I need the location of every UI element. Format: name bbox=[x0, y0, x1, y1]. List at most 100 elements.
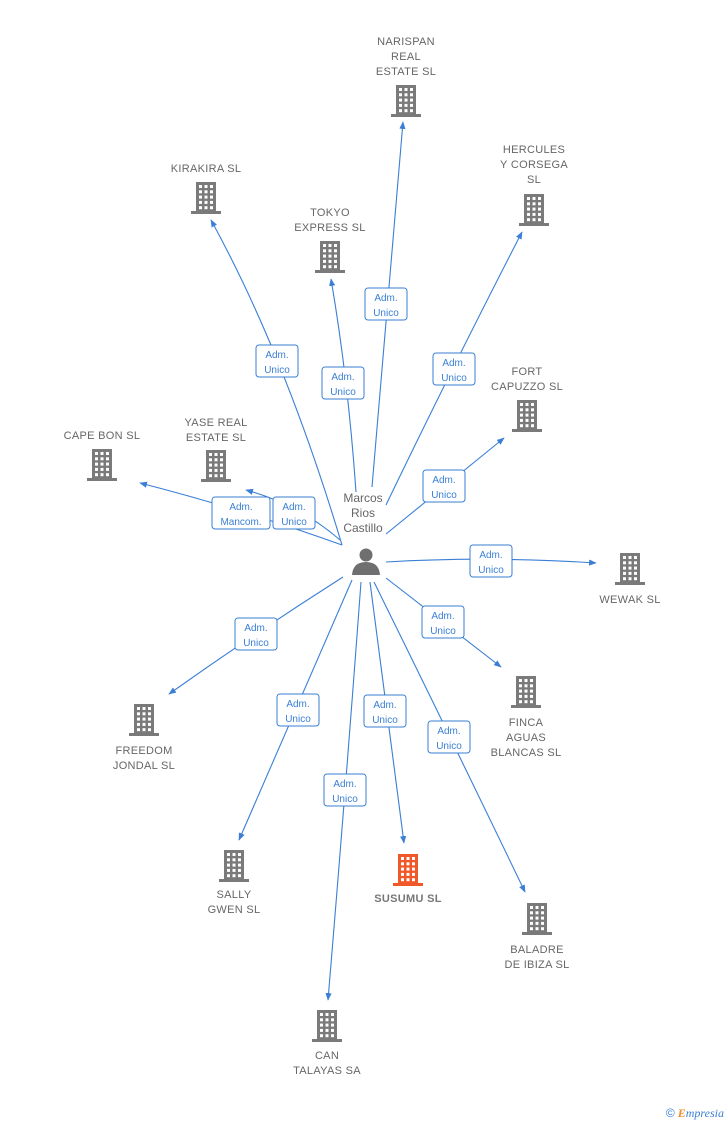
building-window bbox=[210, 185, 213, 188]
company-node-tokyo[interactable]: TOKYO EXPRESS SL bbox=[294, 207, 365, 273]
building-window bbox=[148, 707, 151, 710]
company-node-can[interactable]: CAN TALAYAS SA bbox=[293, 1010, 361, 1077]
company-label[interactable]: ESTATE SL bbox=[376, 66, 436, 78]
company-node-capebon[interactable]: CAPE BON SL bbox=[64, 430, 141, 481]
building-icon[interactable] bbox=[219, 850, 249, 882]
person-name[interactable]: Marcos bbox=[343, 491, 382, 505]
company-label[interactable]: FREEDOM bbox=[115, 745, 172, 757]
person-name[interactable]: Castillo bbox=[343, 521, 383, 535]
company-label[interactable]: CAN bbox=[315, 1050, 339, 1062]
company-label[interactable]: TOKYO bbox=[310, 207, 350, 219]
building-window bbox=[404, 98, 408, 102]
company-node-baladre[interactable]: BALADRE DE IBIZA SL bbox=[504, 903, 569, 971]
building-window bbox=[399, 88, 402, 91]
building-base bbox=[315, 270, 345, 273]
role-text: Adm. bbox=[479, 550, 502, 561]
building-icon[interactable] bbox=[393, 854, 423, 886]
building-icon[interactable] bbox=[522, 903, 552, 935]
building-window bbox=[634, 561, 637, 565]
company-label[interactable]: FORT bbox=[512, 366, 543, 378]
company-node-yase[interactable]: YASE REAL ESTATE SL bbox=[184, 417, 247, 482]
role-badge-fort[interactable]: Adm.Unico bbox=[422, 469, 466, 503]
building-window bbox=[634, 566, 637, 570]
company-label[interactable]: TALAYAS SA bbox=[293, 1065, 361, 1077]
role-badge-can[interactable]: Adm.Unico bbox=[323, 773, 367, 807]
building-window bbox=[323, 265, 326, 269]
building-window bbox=[406, 862, 410, 866]
company-label[interactable]: NARISPAN bbox=[377, 36, 435, 48]
building-base bbox=[312, 1039, 342, 1042]
company-label[interactable]: FINCA bbox=[509, 717, 544, 729]
company-label[interactable]: WEWAK SL bbox=[599, 594, 660, 606]
role-badge-wewak[interactable]: Adm.Unico bbox=[469, 544, 513, 578]
role-badge-narispan[interactable]: Adm.Unico bbox=[364, 287, 408, 321]
building-icon[interactable] bbox=[615, 553, 645, 585]
building-icon[interactable] bbox=[191, 182, 221, 214]
building-icon[interactable] bbox=[129, 704, 159, 736]
building-icon[interactable] bbox=[312, 1010, 342, 1042]
company-label[interactable]: HERCULES bbox=[503, 144, 565, 156]
role-badge-tokyo[interactable]: Adm.Unico bbox=[321, 366, 365, 400]
company-label[interactable]: KIRAKIRA SL bbox=[171, 163, 242, 175]
person-icon[interactable] bbox=[352, 548, 380, 576]
company-node-freedom[interactable]: FREEDOM JONDAL SL bbox=[113, 704, 175, 772]
role-badge-susumu[interactable]: Adm.Unico bbox=[363, 694, 407, 728]
building-icon[interactable] bbox=[519, 194, 549, 226]
company-label[interactable]: CAPUZZO SL bbox=[491, 381, 563, 393]
building-window bbox=[210, 190, 213, 194]
role-badge-kirakira[interactable]: Adm.Unico bbox=[255, 344, 299, 378]
building-icon[interactable] bbox=[87, 449, 117, 481]
company-label[interactable]: SUSUMU SL bbox=[374, 893, 441, 905]
building-icon[interactable] bbox=[201, 450, 231, 482]
building-window bbox=[525, 418, 529, 422]
building-icon[interactable] bbox=[315, 241, 345, 273]
building-window bbox=[232, 858, 236, 862]
role-text: Adm. bbox=[432, 475, 455, 486]
role-text: Unico bbox=[285, 714, 311, 725]
company-label[interactable]: YASE REAL bbox=[184, 417, 247, 429]
company-node-narispan[interactable]: NARISPAN REAL ESTATE SL bbox=[376, 36, 436, 117]
company-label[interactable]: Y CORSEGA bbox=[500, 159, 568, 171]
building-window bbox=[519, 684, 522, 688]
company-label[interactable]: BLANCAS SL bbox=[491, 747, 562, 759]
role-text: Adm. bbox=[265, 350, 288, 361]
role-badge-yase[interactable]: Adm.Unico bbox=[272, 496, 316, 530]
company-node-kirakira[interactable]: KIRAKIRA SL bbox=[171, 163, 242, 214]
company-node-hercules[interactable]: HERCULES Y CORSEGA SL bbox=[500, 144, 568, 226]
building-icon[interactable] bbox=[391, 85, 421, 117]
building-window bbox=[214, 458, 218, 462]
company-label[interactable]: ESTATE SL bbox=[186, 432, 246, 444]
company-node-sally[interactable]: SALLY GWEN SL bbox=[208, 850, 261, 916]
role-badge-finca[interactable]: Adm.Unico bbox=[421, 605, 465, 639]
building-icon[interactable] bbox=[512, 400, 542, 432]
role-badge-hercules[interactable]: Adm.Unico bbox=[432, 352, 476, 386]
building-base bbox=[87, 478, 117, 481]
company-label[interactable]: BALADRE bbox=[510, 944, 563, 956]
company-label[interactable]: SALLY bbox=[217, 889, 252, 901]
role-badge-baladre[interactable]: Adm.Unico bbox=[427, 720, 471, 754]
company-label[interactable]: JONDAL SL bbox=[113, 760, 175, 772]
company-label[interactable]: CAPE BON SL bbox=[64, 430, 141, 442]
company-node-fort[interactable]: FORT CAPUZZO SL bbox=[491, 366, 563, 432]
building-window bbox=[100, 457, 104, 461]
company-label[interactable]: REAL bbox=[391, 51, 421, 63]
company-node-finca[interactable]: FINCA AGUAS BLANCAS SL bbox=[491, 676, 562, 759]
role-badge-sally[interactable]: Adm.Unico bbox=[276, 693, 320, 727]
building-icon[interactable] bbox=[511, 676, 541, 708]
company-label[interactable]: AGUAS bbox=[506, 732, 546, 744]
company-label[interactable]: DE IBIZA SL bbox=[504, 959, 569, 971]
company-label[interactable]: EXPRESS SL bbox=[294, 222, 365, 234]
building-window bbox=[520, 418, 523, 422]
building-window bbox=[323, 259, 326, 263]
company-node-wewak[interactable]: WEWAK SL bbox=[599, 553, 660, 606]
role-badge-freedom[interactable]: Adm.Unico bbox=[234, 617, 278, 651]
building-window bbox=[204, 206, 208, 210]
building-window bbox=[238, 868, 241, 872]
company-label[interactable]: GWEN SL bbox=[208, 904, 261, 916]
person-name[interactable]: Rios bbox=[351, 506, 375, 520]
company-node-susumu[interactable]: SUSUMU SL bbox=[374, 854, 441, 905]
role-badge-capebon[interactable]: Adm.Mancom. bbox=[211, 496, 271, 530]
building-base bbox=[129, 733, 159, 736]
company-label[interactable]: SL bbox=[527, 174, 541, 186]
